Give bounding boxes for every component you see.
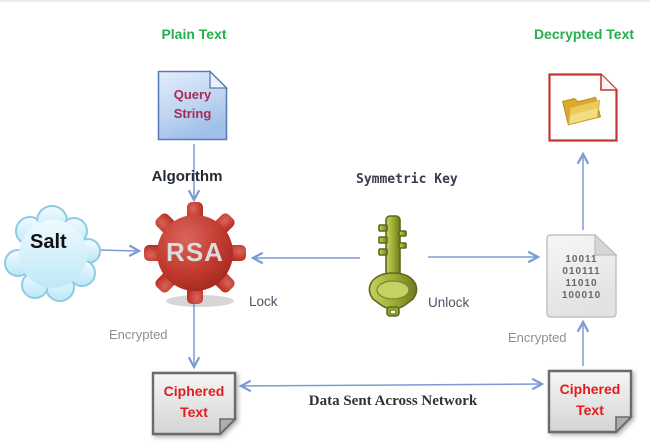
- open-folder-icon: [561, 96, 602, 126]
- ciphered-right-line1: Ciphered: [559, 381, 621, 397]
- symmetric-key-label: Symmetric Key: [356, 172, 458, 187]
- decrypted-text-document: [548, 73, 618, 142]
- cipher-binary-document: 10011 010111 11010 100010: [545, 233, 618, 319]
- folded-corner: [594, 233, 618, 256]
- encrypted-right-label: Encrypted: [508, 330, 567, 345]
- folded-corner: [209, 70, 228, 89]
- binary-line-4: 100010: [561, 290, 602, 301]
- salt-cloud: Salt: [4, 199, 104, 307]
- key-icon: [368, 215, 418, 317]
- ciphered-text-note-right: Ciphered Text: [547, 369, 633, 434]
- encrypted-left-label: Encrypted: [109, 327, 168, 342]
- plain-text-label: Plain Text: [161, 26, 227, 42]
- unlock-label: Unlock: [428, 295, 470, 310]
- plain-text-document: Query String: [157, 70, 228, 141]
- lock-label: Lock: [249, 294, 278, 309]
- folded-corner: [615, 416, 633, 434]
- decrypted-text-label: Decrypted Text: [533, 26, 635, 42]
- folded-corner: [219, 418, 237, 436]
- cloud-icon: [4, 205, 101, 302]
- binary-line-3: 11010: [565, 278, 598, 289]
- ciphered-left-line1: Ciphered: [163, 383, 225, 399]
- arrow-network-between-notes: [238, 377, 545, 393]
- ciphered-right-line2: Text: [576, 402, 604, 418]
- ciphered-text-note-left: Ciphered Text: [151, 371, 237, 436]
- query-doc-line2: String: [173, 106, 212, 121]
- binary-line-2: 010111: [562, 266, 601, 277]
- data-sent-across-network-label: Data Sent Across Network: [308, 393, 478, 409]
- query-doc-line1: Query: [173, 87, 212, 102]
- gear-icon: [144, 202, 246, 307]
- note-icon: [151, 371, 237, 436]
- rsa-algorithm-gear: RSA: [143, 201, 247, 309]
- algorithm-label: Algorithm: [151, 168, 223, 185]
- ciphered-left-line2: Text: [180, 404, 208, 420]
- document-icon: [157, 70, 228, 141]
- arrow-salt-to-rsa: [98, 244, 142, 258]
- salt-label: Salt: [30, 231, 67, 253]
- folded-corner: [600, 74, 617, 91]
- symmetric-key: [361, 213, 425, 319]
- note-icon: [547, 369, 633, 434]
- rsa-label: RSA: [166, 237, 224, 267]
- binary-document-icon: [546, 233, 618, 318]
- binary-line-1: 10011: [565, 254, 598, 265]
